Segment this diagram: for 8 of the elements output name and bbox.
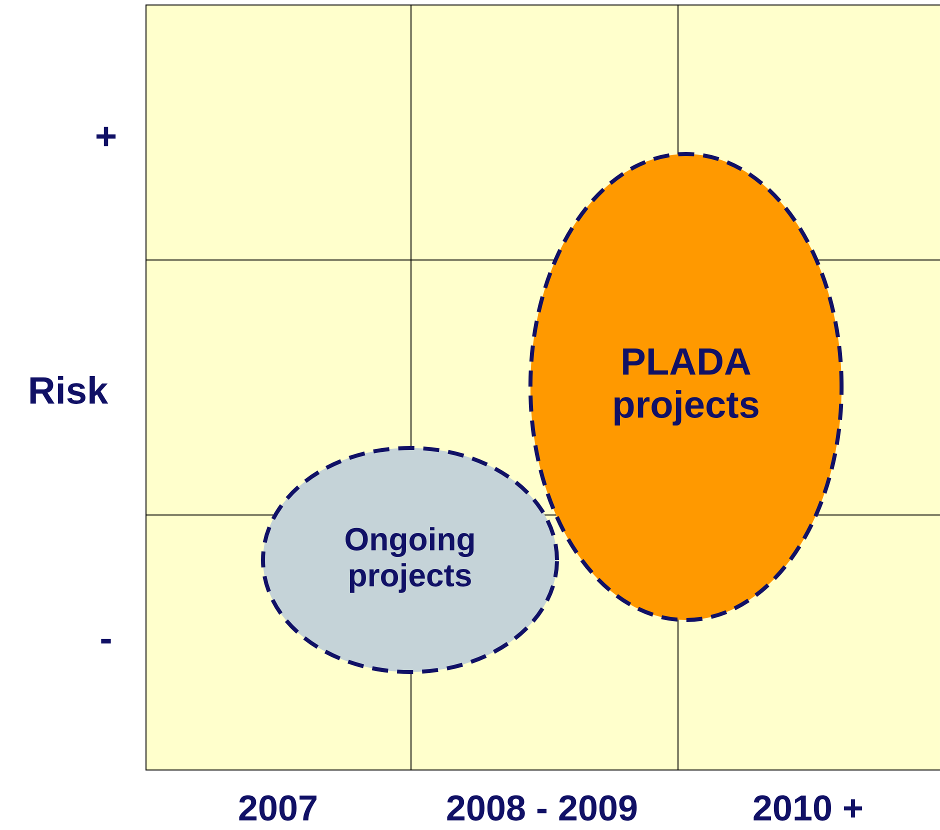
ellipse-region: PLADA projects bbox=[528, 152, 844, 622]
axis-label: 2010 + bbox=[754, 795, 862, 821]
axis-label: + bbox=[96, 126, 116, 146]
axis-label: 2007 bbox=[239, 795, 316, 821]
axis-label: Risk bbox=[30, 376, 108, 404]
axis-label: - bbox=[101, 638, 111, 644]
ellipse-region: Ongoing projects bbox=[261, 446, 559, 674]
axis-label: 2008 - 2009 bbox=[447, 795, 637, 821]
